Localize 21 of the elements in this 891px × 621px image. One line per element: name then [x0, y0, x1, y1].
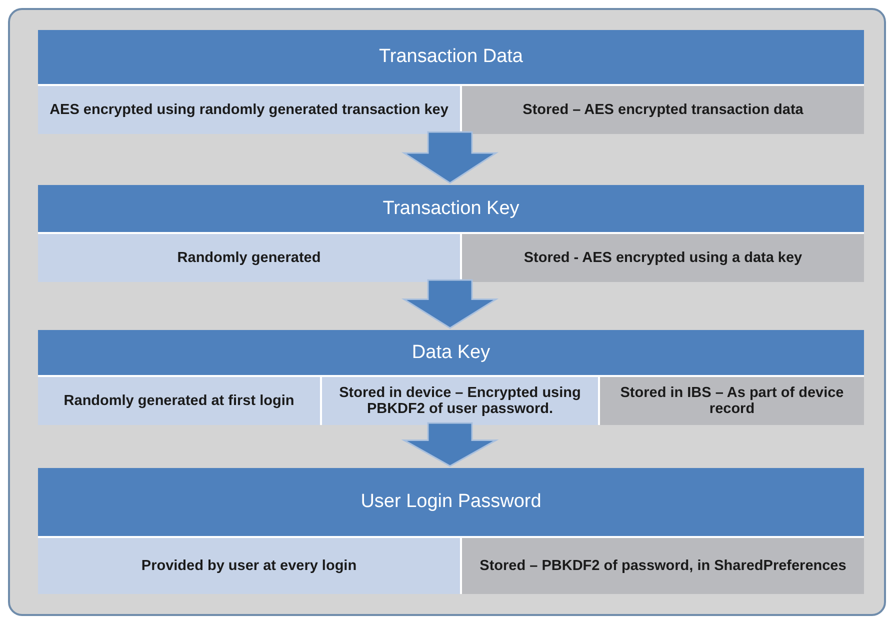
- arrow: [401, 131, 499, 184]
- section-panel: [38, 185, 864, 282]
- table-cell: Randomly generated: [38, 234, 460, 282]
- section-header: User Login Password: [38, 468, 864, 538]
- table-cell: Stored in IBS – As part of device record: [598, 377, 864, 425]
- panel-background: [8, 8, 886, 616]
- section-header: Transaction Data: [38, 30, 864, 86]
- section-header: Data Key: [38, 330, 864, 377]
- section-panel: [38, 330, 864, 425]
- table-cell: Stored in device – Encrypted using PBKDF2 of user password.: [320, 377, 598, 425]
- section-header: Transaction Key: [38, 185, 864, 234]
- section-panel: [38, 468, 864, 594]
- arrow: [401, 279, 499, 329]
- table-cell: Stored – PBKDF2 of password, in SharedPreferences: [460, 538, 864, 594]
- table-cell: Provided by user at every login: [38, 538, 460, 594]
- table-cell: AES encrypted using randomly generated transaction key: [38, 86, 460, 134]
- table-cell: Randomly generated at first login: [38, 377, 320, 425]
- section-panel: [38, 30, 864, 134]
- table-cell: Stored – AES encrypted transaction data: [460, 86, 864, 134]
- table-cell: Stored - AES encrypted using a data key: [460, 234, 864, 282]
- arrow: [401, 422, 499, 467]
